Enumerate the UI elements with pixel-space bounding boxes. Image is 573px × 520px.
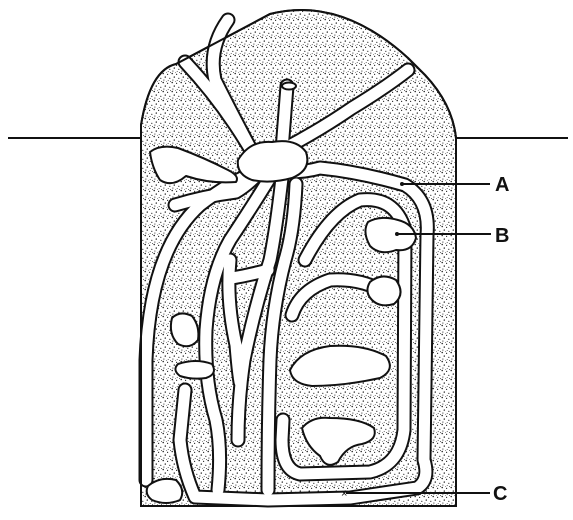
top-tube [282,83,296,90]
label-b: B [495,225,509,247]
chamber-right-upper [367,276,400,305]
marker-b [395,232,399,236]
central-junction [238,141,308,181]
label-c: C [493,483,507,505]
chamber-bottom-left [147,479,183,503]
chamber-left-mid [171,313,199,346]
marker-c: × [341,488,347,500]
label-a: A [495,174,509,196]
marker-a [400,182,404,186]
chamber-left-small [175,361,214,379]
